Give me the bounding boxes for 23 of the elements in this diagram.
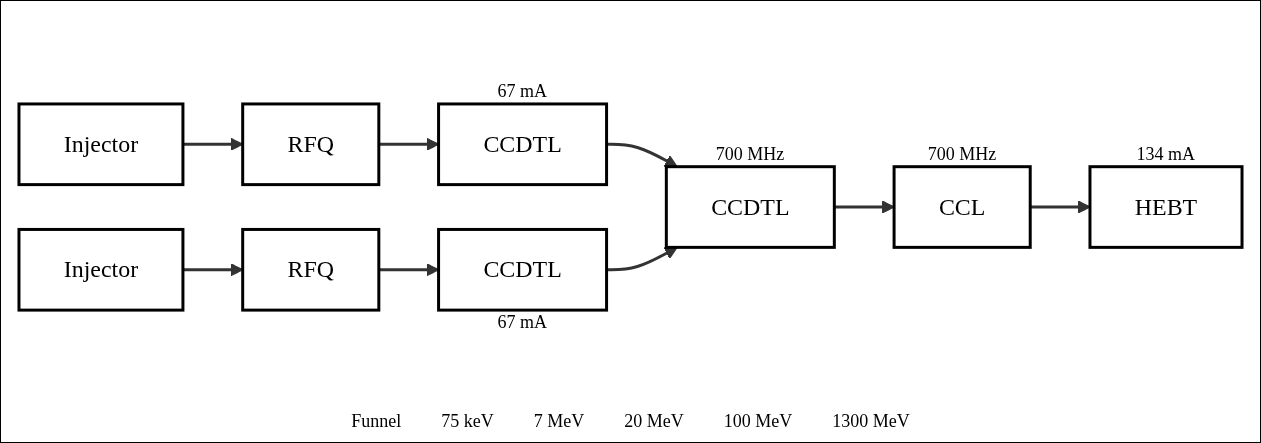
node-box: Injector bbox=[17, 227, 185, 312]
node-annotation: 700 MHz bbox=[715, 143, 785, 165]
node-annotation: 67 mA bbox=[497, 312, 548, 334]
annotation-label: 75 keV bbox=[441, 411, 494, 432]
node-box: HEBT bbox=[1088, 165, 1244, 249]
annotation-label: 1300 MeV bbox=[832, 411, 910, 432]
node-box: RFQ bbox=[241, 227, 381, 312]
arrow bbox=[834, 200, 895, 214]
annotation-label: 100 MeV bbox=[723, 411, 793, 432]
annotation-label: 20 MeV bbox=[624, 411, 684, 432]
node-box: CCDTL bbox=[437, 102, 609, 187]
node-box: CCDTL bbox=[437, 227, 609, 312]
node-box: CCDTL bbox=[664, 165, 836, 249]
node-box: RFQ bbox=[241, 102, 381, 187]
node-box: CCL bbox=[892, 165, 1032, 249]
arrow bbox=[606, 246, 678, 272]
node-annotation: 134 mA bbox=[1136, 143, 1195, 165]
node-annotation: 67 mA bbox=[497, 80, 548, 102]
annotation-label: 7 MeV bbox=[533, 411, 585, 432]
node-annotation: 700 MHz bbox=[927, 143, 997, 165]
annotation-label: Funnel bbox=[351, 411, 402, 432]
node-box: Injector bbox=[17, 102, 185, 187]
arrow bbox=[606, 142, 678, 168]
